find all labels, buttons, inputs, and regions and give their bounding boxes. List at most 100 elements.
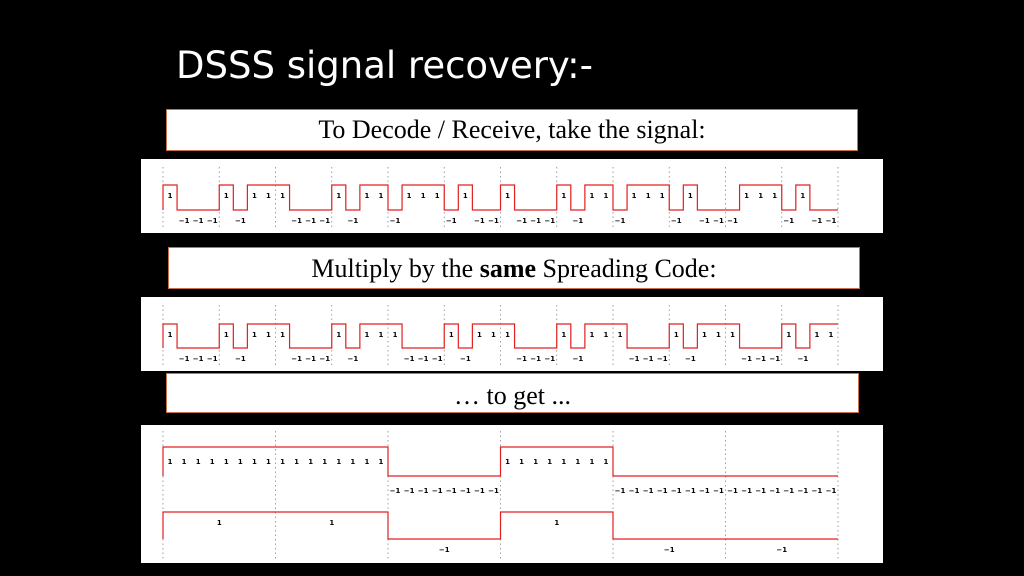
product-chip-label: −1	[755, 487, 766, 495]
product-chip-label: 1	[266, 458, 271, 466]
code-chip-label: −1	[291, 355, 302, 363]
code-chip-label: 1	[716, 331, 721, 339]
received-chip-label: 1	[589, 192, 594, 200]
code-chip-label: 1	[266, 331, 271, 339]
code-chip-label: 1	[168, 331, 173, 339]
code-chip-label: −1	[530, 355, 541, 363]
received-chip-label: −1	[474, 217, 485, 225]
product-chip-label: −1	[657, 487, 668, 495]
product-chip-label: 1	[336, 458, 341, 466]
received-chip-label: −1	[530, 217, 541, 225]
received-chip-line	[162, 184, 838, 211]
data-bit-line	[162, 511, 838, 540]
code-chip-label: 1	[224, 331, 229, 339]
product-chip-label: 1	[196, 458, 201, 466]
received-chip-label: 1	[435, 192, 440, 200]
received-chip-label: 1	[421, 192, 426, 200]
code-chip-label: 1	[786, 331, 791, 339]
product-chip-label: 1	[561, 458, 566, 466]
received-chip-label: 1	[800, 192, 805, 200]
product-chip-label: −1	[826, 487, 837, 495]
caption-multiply-text-b: Spreading Code:	[536, 254, 717, 283]
product-chip-label: −1	[488, 487, 499, 495]
product-chip-label: 1	[322, 458, 327, 466]
received-chip-label: 1	[505, 192, 510, 200]
product-chip-label: −1	[432, 487, 443, 495]
product-chip-label: −1	[474, 487, 485, 495]
product-chip-label: −1	[727, 487, 738, 495]
product-chip-label: −1	[460, 487, 471, 495]
received-chip-label: 1	[660, 192, 665, 200]
slide-title: DSSS signal recovery:-	[176, 44, 593, 87]
product-chip-label: −1	[685, 487, 696, 495]
code-chip-label: 1	[505, 331, 510, 339]
product-chip-label: −1	[713, 487, 724, 495]
product-chip-label: −1	[812, 487, 823, 495]
received-chip-label: 1	[379, 192, 384, 200]
received-chip-label: 1	[561, 192, 566, 200]
received-chip-label: −1	[699, 217, 710, 225]
code-chip-label: 1	[280, 331, 285, 339]
product-chip-label: −1	[615, 487, 626, 495]
code-chip-label: 1	[674, 331, 679, 339]
product-chip-label: 1	[210, 458, 215, 466]
product-chip-label: 1	[294, 458, 299, 466]
received-chip-label: −1	[544, 217, 555, 225]
received-chip-label: 1	[604, 192, 609, 200]
received-chip-label: −1	[446, 217, 457, 225]
code-chip-label: 1	[379, 331, 384, 339]
code-chip-label: −1	[347, 355, 358, 363]
code-chip-label: −1	[193, 355, 204, 363]
product-chip-label: 1	[589, 458, 594, 466]
received-chip-label: −1	[390, 217, 401, 225]
product-chip-label: −1	[783, 487, 794, 495]
product-chip-label: 1	[252, 458, 257, 466]
code-chip-label: 1	[814, 331, 819, 339]
product-chip-label: −1	[769, 487, 780, 495]
received-chip-label: −1	[671, 217, 682, 225]
code-chip-label: −1	[769, 355, 780, 363]
received-chip-label: 1	[266, 192, 271, 200]
code-chip-label: −1	[657, 355, 668, 363]
code-chip-label: 1	[561, 331, 566, 339]
received-chip-label: 1	[280, 192, 285, 200]
code-chip-label: 1	[336, 331, 341, 339]
product-chip-label: 1	[547, 458, 552, 466]
product-chip-label: 1	[308, 458, 313, 466]
received-chip-label: 1	[744, 192, 749, 200]
code-chip-label: −1	[516, 355, 527, 363]
data-bit-label: 1	[554, 519, 559, 527]
caption-multiply-bold: same	[479, 254, 537, 283]
received-chip-label: −1	[207, 217, 218, 225]
code-chip-label: 1	[477, 331, 482, 339]
code-chip-label: 1	[449, 331, 454, 339]
product-chip-label: 1	[350, 458, 355, 466]
product-chip-label: 1	[182, 458, 187, 466]
data-bit-label: −1	[664, 546, 675, 554]
product-chip-label: −1	[390, 487, 401, 495]
received-chip-label: 1	[224, 192, 229, 200]
code-chip-label: −1	[629, 355, 640, 363]
product-chip-label: 1	[238, 458, 243, 466]
product-chip-label: 1	[168, 458, 173, 466]
received-chip-label: 1	[688, 192, 693, 200]
received-chip-label: 1	[252, 192, 257, 200]
received-chip-label: 1	[463, 192, 468, 200]
code-chip-label: 1	[252, 331, 257, 339]
received-chip-label: −1	[193, 217, 204, 225]
code-chip-label: −1	[572, 355, 583, 363]
product-chip-label: −1	[418, 487, 429, 495]
product-chip-label: 1	[505, 458, 510, 466]
caption-multiply-text-a: Multiply by the	[311, 254, 480, 283]
received-chip-label: −1	[235, 217, 246, 225]
product-chip-label: −1	[643, 487, 654, 495]
caption-box-receive: To Decode / Receive, take the signal:	[166, 109, 858, 151]
product-chip-label: −1	[446, 487, 457, 495]
data-bit-label: 1	[217, 519, 222, 527]
code-chip-label: −1	[235, 355, 246, 363]
code-chip-label: −1	[418, 355, 429, 363]
code-chip-label: −1	[643, 355, 654, 363]
